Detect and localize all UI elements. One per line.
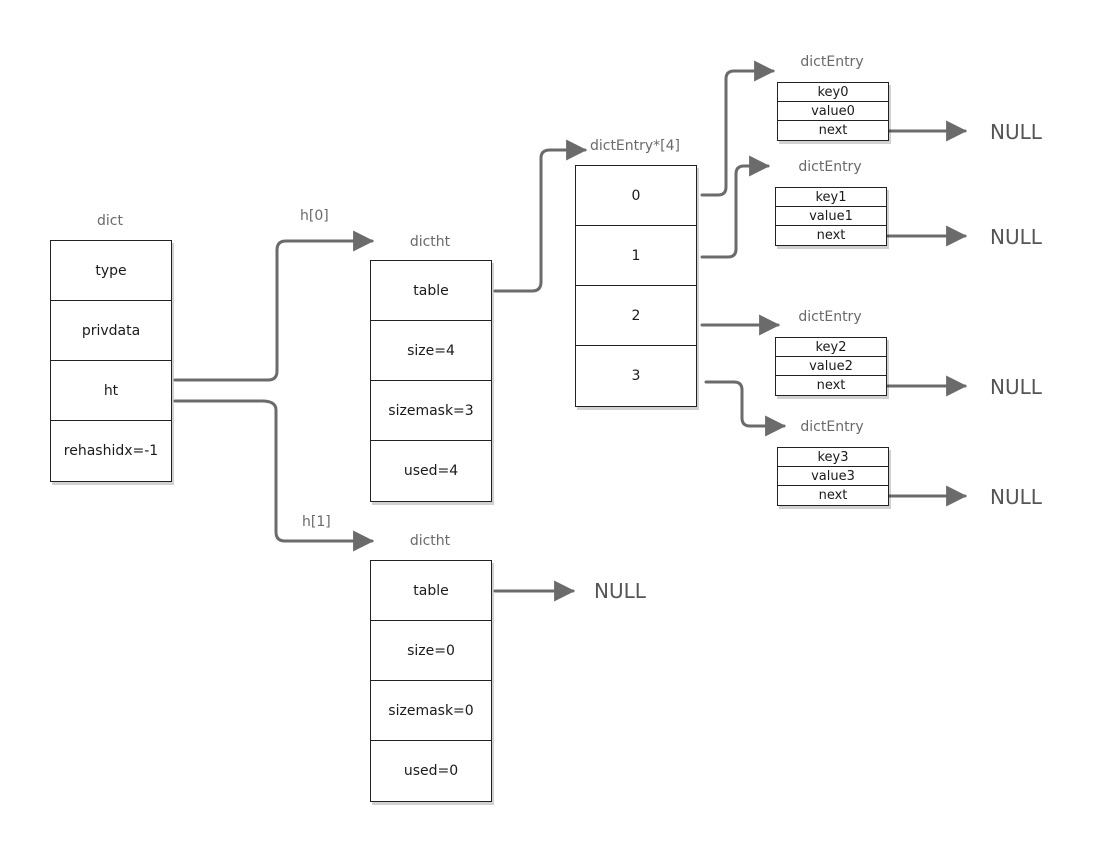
entry3-title: dictEntry bbox=[800, 419, 864, 435]
entry0-next: next bbox=[818, 123, 848, 138]
entry1-key: key1 bbox=[776, 188, 886, 207]
bucket-array: 0 1 2 3 bbox=[575, 165, 697, 407]
dict-title: dict bbox=[97, 213, 123, 229]
dictht1-table-null: NULL bbox=[594, 579, 646, 603]
entry3-next: next bbox=[818, 488, 848, 503]
dictht0-field-used: used=4 bbox=[403, 463, 459, 479]
bucket-slot-2: 2 bbox=[576, 286, 696, 346]
entry1-struct: key1 value1 next bbox=[775, 187, 887, 246]
dictht0-field-table: table bbox=[371, 261, 491, 321]
dictht1-field-used: used=0 bbox=[403, 763, 459, 779]
entry3-value: value3 bbox=[778, 467, 888, 486]
dictht0-field-sizemask: sizemask=3 bbox=[371, 381, 491, 441]
dictht1-field-size: size=0 bbox=[371, 621, 491, 681]
dictht0-struct: table size=4 sizemask=3 used=4 bbox=[370, 260, 492, 502]
entry0-next-null: NULL bbox=[990, 120, 1042, 144]
entry2-title: dictEntry bbox=[798, 309, 862, 325]
dictht1-field-table: table bbox=[371, 561, 491, 621]
dictht1-field-sizemask: sizemask=0 bbox=[371, 681, 491, 741]
entry3-next-null: NULL bbox=[990, 485, 1042, 509]
dict-field-rehashidx: rehashidx=-1 bbox=[63, 443, 159, 459]
dict-field-ht: ht bbox=[51, 361, 171, 421]
dict-field-type: type bbox=[51, 241, 171, 301]
entry3-struct: key3 value3 next bbox=[777, 447, 889, 506]
bucket-slot-3: 3 bbox=[631, 368, 641, 384]
dictht1-title: dictht bbox=[409, 533, 451, 549]
entry2-next-null: NULL bbox=[990, 375, 1042, 399]
entry0-value: value0 bbox=[778, 102, 888, 121]
entry2-value: value2 bbox=[776, 357, 886, 376]
bucket-array-title: dictEntry*[4] bbox=[589, 138, 681, 154]
entry0-struct: key0 value0 next bbox=[777, 82, 889, 141]
dictht1-struct: table size=0 sizemask=0 used=0 bbox=[370, 560, 492, 802]
dict-field-privdata: privdata bbox=[51, 301, 171, 361]
arrow-ht-to-h1 bbox=[173, 399, 375, 552]
entry1-value: value1 bbox=[776, 207, 886, 226]
bucket-slot-0: 0 bbox=[576, 166, 696, 226]
arrow-slot0-to-entry0 bbox=[700, 60, 776, 197]
dict-struct: type privdata ht rehashidx=-1 bbox=[50, 240, 172, 482]
h0-label: h[0] bbox=[300, 208, 329, 224]
dictht0-title: dictht bbox=[409, 234, 451, 250]
entry1-next: next bbox=[816, 228, 846, 243]
dictht0-field-size: size=4 bbox=[371, 321, 491, 381]
entry2-next: next bbox=[816, 378, 846, 393]
entry3-key: key3 bbox=[778, 448, 888, 467]
entry2-struct: key2 value2 next bbox=[775, 337, 887, 396]
entry1-next-null: NULL bbox=[990, 225, 1042, 249]
arrow-slot1-to-entry1 bbox=[700, 155, 771, 259]
h1-label: h[1] bbox=[302, 514, 331, 530]
arrow-ht-to-h0 bbox=[173, 230, 375, 382]
bucket-slot-1: 1 bbox=[576, 226, 696, 286]
entry1-title: dictEntry bbox=[798, 159, 862, 175]
entry0-title: dictEntry bbox=[800, 54, 864, 70]
entry2-key: key2 bbox=[776, 338, 886, 357]
arrow-slot3-to-entry3 bbox=[704, 380, 787, 437]
entry0-key: key0 bbox=[778, 83, 888, 102]
arrow-table-to-buckets bbox=[493, 139, 588, 293]
